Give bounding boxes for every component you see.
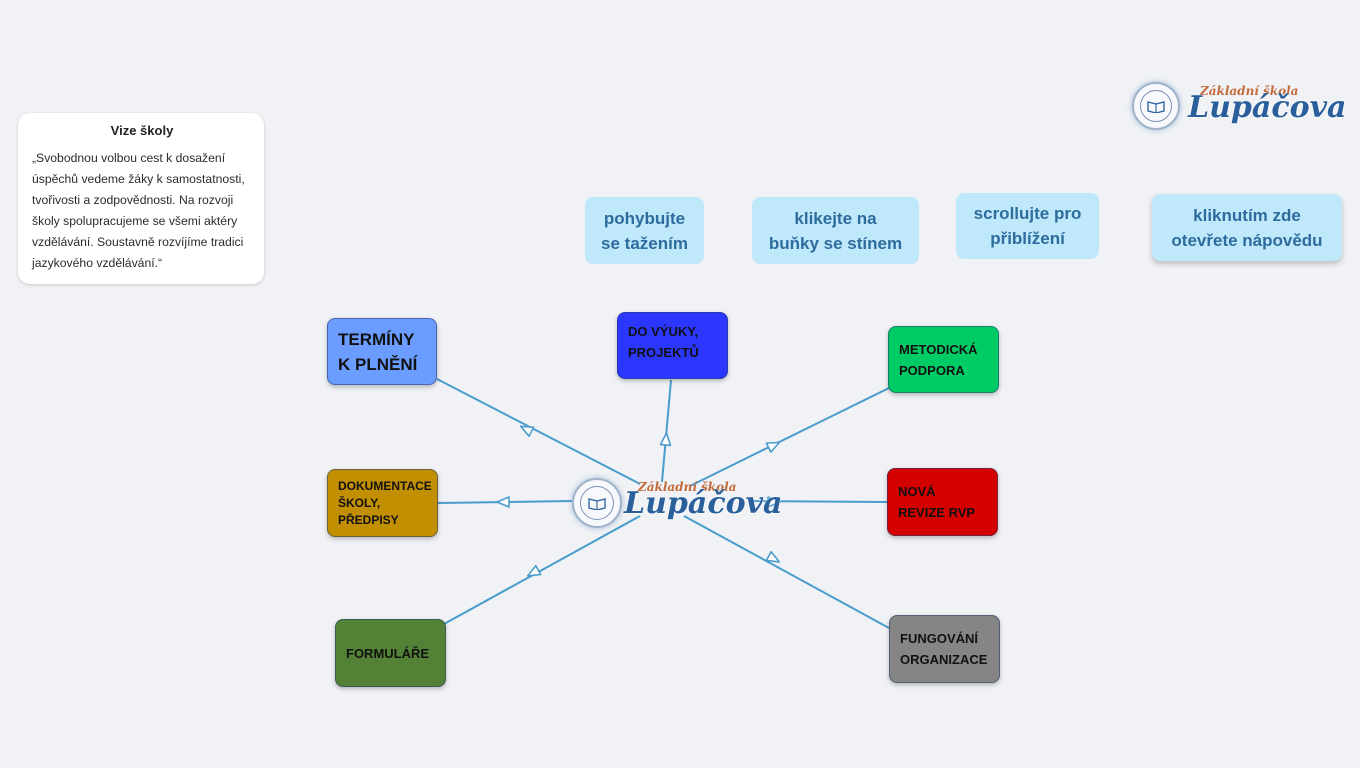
edge-vyuka: [661, 379, 672, 483]
logo-small-text: Základní škola: [1200, 84, 1299, 98]
edge-formulare: [443, 515, 641, 625]
school-vision-card: Vize školy „Svobodnou volbou cest k dosa…: [18, 113, 264, 284]
school-wordmark: Základní škola Lupáčova: [624, 480, 782, 526]
edge-fungovani: [683, 515, 890, 629]
arrow-metodicka: [765, 441, 781, 453]
hint-click: klikejte na buňky se stínem: [752, 197, 919, 264]
arrow-rvp: [767, 496, 781, 508]
school-logo-center[interactable]: Základní škola Lupáčova: [572, 478, 782, 528]
logo-main-text: Lupáčova: [624, 486, 783, 521]
school-seal-icon: [1132, 82, 1180, 130]
node-metodicka[interactable]: METODICKÁ PODPORA: [888, 326, 999, 393]
vision-text: „Svobodnou volbou cest k dosažení úspěch…: [32, 151, 245, 270]
logo-small-text: Základní škola: [638, 480, 737, 494]
edge-metodicka: [689, 387, 890, 487]
school-wordmark: Základní škola Lupáčova: [1186, 84, 1346, 128]
school-seal-icon: [572, 478, 622, 528]
vision-title: Vize školy: [110, 123, 174, 138]
hint-drag: pohybujte se tažením: [585, 197, 704, 264]
node-formulare[interactable]: FORMULÁŘE: [335, 619, 446, 687]
hint-scroll: scrollujte pro přiblížení: [956, 193, 1099, 259]
arrow-fungovani: [765, 550, 781, 563]
node-dokumentace[interactable]: DOKUMENTACE ŠKOLY, PŘEDPISY: [327, 469, 438, 537]
arrow-terminy: [519, 425, 535, 437]
arrow-vyuka: [659, 432, 672, 447]
node-rvp[interactable]: NOVÁ REVIZE RVP: [887, 468, 998, 536]
node-fungovani[interactable]: FUNGOVÁNÍ ORGANIZACE: [889, 615, 1000, 683]
logo-main-text: Lupáčova: [1188, 90, 1347, 125]
arrow-dokumentace: [496, 496, 510, 508]
node-terminy[interactable]: TERMÍNY K PLNĚNÍ: [327, 318, 437, 385]
edge-terminy: [436, 378, 641, 485]
arrow-formulare: [526, 564, 542, 577]
node-vyuka[interactable]: DO VÝUKY, PROJEKTŮ: [617, 312, 728, 379]
help-button[interactable]: kliknutím zde otevřete nápovědu: [1152, 194, 1342, 261]
school-logo-top: Základní škola Lupáčova: [1132, 82, 1346, 130]
